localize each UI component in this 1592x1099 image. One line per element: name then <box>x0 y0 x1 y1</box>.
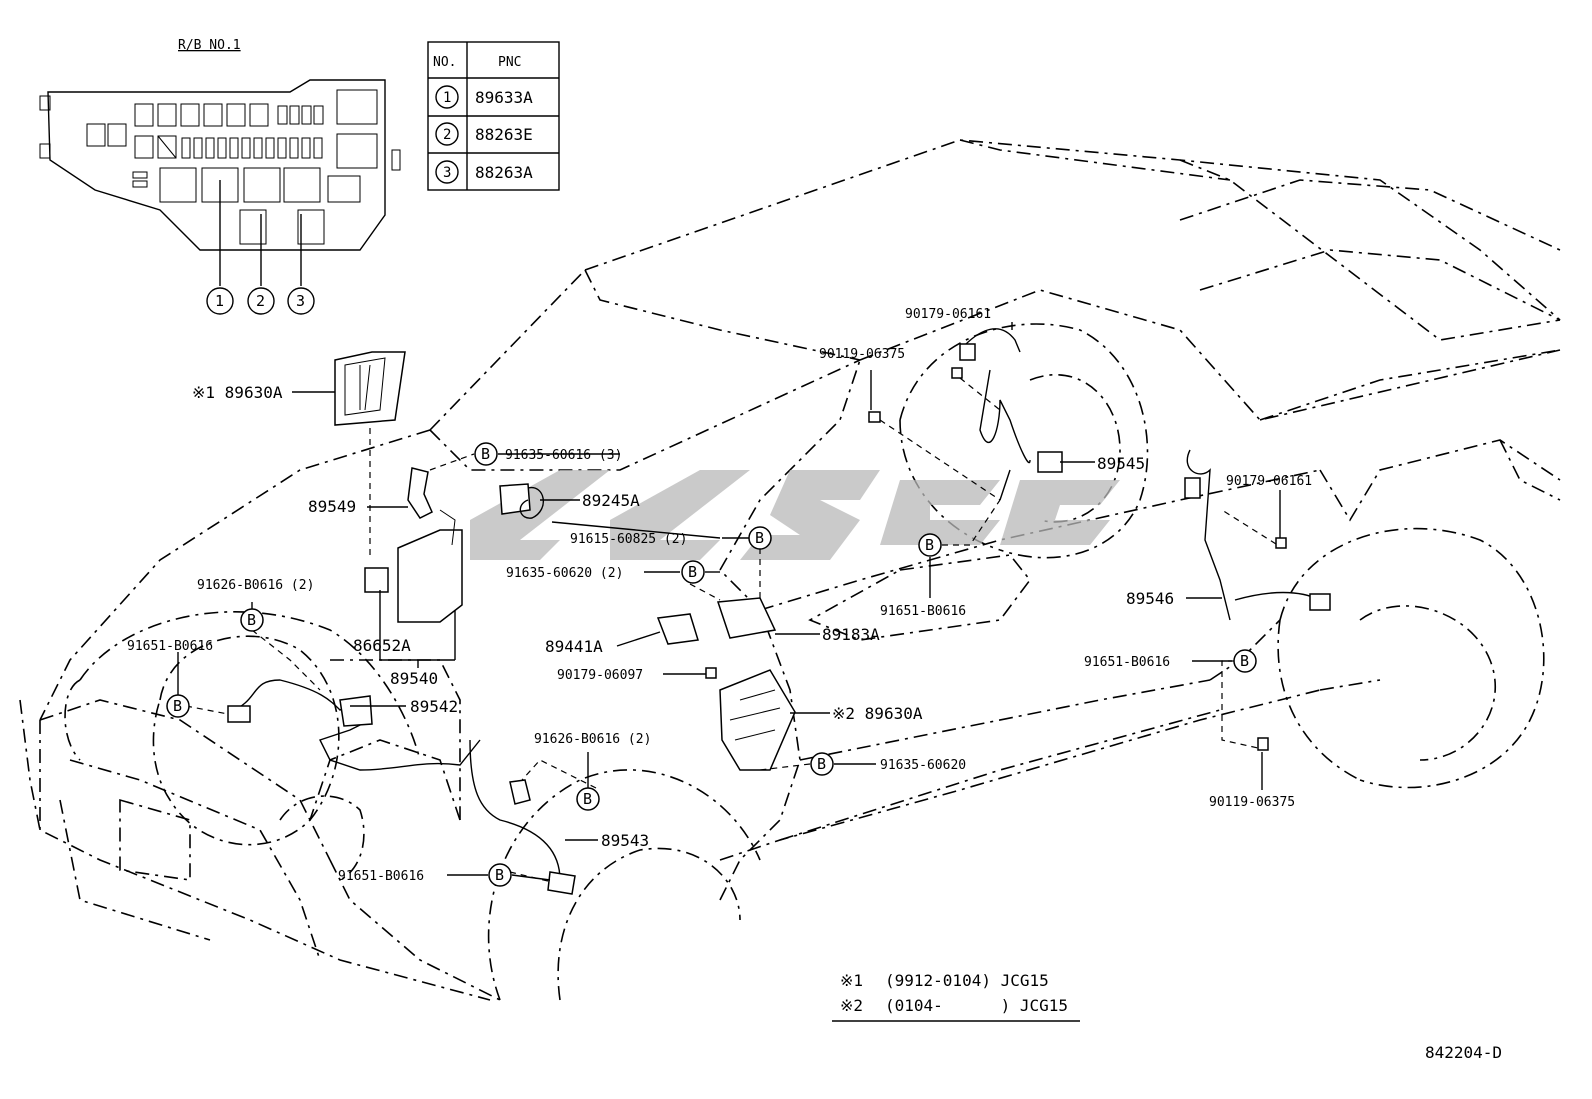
parts-drawings <box>227 328 1331 895</box>
label-90179-06097: 90179-06097 <box>557 668 643 683</box>
watermark-logo <box>470 470 1120 560</box>
note-1-mark: ※1 <box>840 971 863 990</box>
label-89630A-2: ※2 89630A <box>832 704 923 723</box>
label-89183A: 89183A <box>822 625 880 644</box>
label-91615-60825: 91615-60825 (2) <box>570 532 687 547</box>
relay-callout-1: 1 <box>215 292 224 310</box>
bolt-marker-91626-b0616-b: B <box>583 790 592 808</box>
relay-block-drawing: R/B NO.1 <box>39 38 401 315</box>
pnc-table-header-no: NO. <box>433 55 456 70</box>
label-91651-b0616-a: 91651-B0616 <box>127 639 213 654</box>
label-89630A-1: ※1 89630A <box>192 383 283 402</box>
label-91635-60616: 91635-60616 (3) <box>505 448 622 463</box>
part-labels: ※1 89630A 91635-60616 (3) 89245A 89549 9… <box>127 307 1312 884</box>
label-91626-b0616-a: 91626-B0616 (2) <box>197 578 314 593</box>
note-1-text: (9912-0104) JCG15 <box>885 971 1049 990</box>
notes-block: ※1 (9912-0104) JCG15 ※2 (0104- ) JCG15 <box>832 971 1080 1022</box>
label-90179-06161-b: 90179-06161 <box>1226 474 1312 489</box>
bolt-marker-91626-b0616-a: B <box>247 611 256 629</box>
pnc-row-2-value: 88263E <box>475 125 533 144</box>
bolt-marker-91651-b0616-d: B <box>1240 652 1249 670</box>
pnc-table: NO. PNC 1 2 3 89633A 88263E 88263A <box>427 41 560 191</box>
label-89245A: 89245A <box>582 491 640 510</box>
pnc-row-1-value: 89633A <box>475 88 533 107</box>
relay-block-title: R/B NO.1 <box>178 38 241 53</box>
label-90119-06375-b: 90119-06375 <box>1209 795 1295 810</box>
car-body-outline <box>19 139 1561 1001</box>
label-89546: 89546 <box>1126 589 1174 608</box>
label-91651-b0616-b: 91651-B0616 <box>338 869 424 884</box>
label-86652A: 86652A <box>353 636 411 655</box>
label-91635-60620-2: 91635-60620 (2) <box>506 566 623 581</box>
bolt-marker-91651-b0616-c: B <box>925 536 934 554</box>
pnc-row-1-no: 1 <box>443 90 451 106</box>
bolt-marker-91635-60620-2: B <box>688 563 697 581</box>
pnc-row-3-value: 88263A <box>475 163 533 182</box>
label-89542: 89542 <box>410 697 458 716</box>
note-2-mark: ※2 <box>840 996 863 1015</box>
note-2-text: (0104- ) JCG15 <box>885 996 1068 1015</box>
bolt-marker-91651-b0616-a: B <box>173 697 182 715</box>
label-89540: 89540 <box>390 669 438 688</box>
label-91626-b0616-b: 91626-B0616 (2) <box>534 732 651 747</box>
bolt-marker-91635-60620: B <box>817 755 826 773</box>
figure-id: 842204-D <box>1425 1043 1502 1062</box>
label-89441A: 89441A <box>545 637 603 656</box>
relay-callout-2: 2 <box>256 292 265 310</box>
label-91651-b0616-c: 91651-B0616 <box>880 604 966 619</box>
relay-callout-3: 3 <box>296 292 305 310</box>
label-91651-b0616-d: 91651-B0616 <box>1084 655 1170 670</box>
label-90179-06161-a: 90179-06161 <box>905 307 991 322</box>
label-89543: 89543 <box>601 831 649 850</box>
bolt-markers: B B B B B B B B B B <box>166 442 1257 887</box>
pnc-table-header-pnc: PNC <box>498 55 521 70</box>
leader-lines <box>177 322 1281 881</box>
label-90119-06375-a: 90119-06375 <box>819 347 905 362</box>
pnc-row-3-no: 3 <box>443 165 451 181</box>
label-89549: 89549 <box>308 497 356 516</box>
bolt-marker-91635-60616: B <box>481 445 490 463</box>
label-91635-60620: 91635-60620 <box>880 758 966 773</box>
bolt-marker-91651-b0616-b: B <box>495 866 504 884</box>
label-89545: 89545 <box>1097 454 1145 473</box>
bolt-marker-91615-60825: B <box>755 529 764 547</box>
pnc-row-2-no: 2 <box>443 127 451 143</box>
